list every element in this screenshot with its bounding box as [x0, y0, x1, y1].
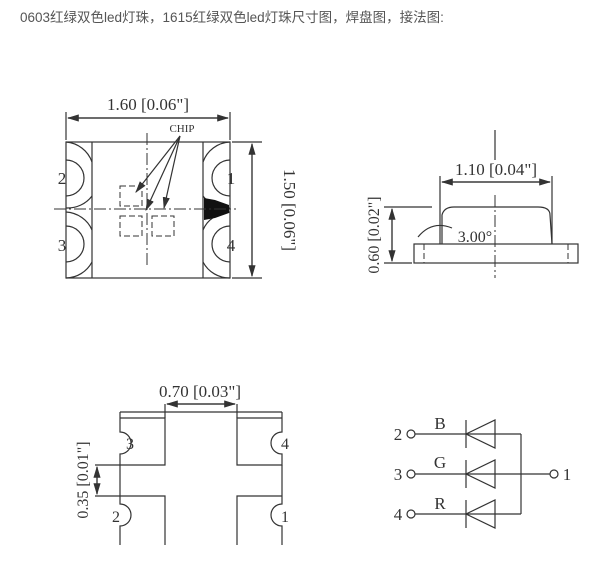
pin-label: 4	[281, 436, 289, 453]
top-height-dim: 1.50 [0.06"]	[280, 169, 299, 251]
color-label: B	[434, 414, 445, 433]
pin-label: 2	[58, 169, 67, 188]
diode-red: 4 R	[394, 494, 521, 529]
top-width-dim: 1.60 [0.06"]	[107, 95, 189, 114]
schematic: 2 B 3 G 4 R 1	[394, 414, 572, 529]
pin-label: 2	[112, 509, 120, 526]
pin-label: 4	[394, 505, 403, 524]
pin-label: 3	[58, 236, 67, 255]
top-view: 1.60 [0.06"] CHIP 2 3 1 4 1.50 [0.06"]	[54, 95, 299, 279]
angle-dim: 3.00°	[458, 229, 492, 246]
color-label: G	[434, 453, 446, 472]
pin-label: 1	[281, 509, 289, 526]
pad-view: 0.70 [0.03"] 3 4 2 1 0.35 [0.01"]	[75, 382, 289, 545]
side-view: 1.10 [0.04"] 0.60 [0.02"] 3.00°	[366, 130, 579, 278]
caption: 0603红绿双色led灯珠，1615红绿双色led灯珠尺寸图，焊盘图，接法图:	[20, 10, 444, 25]
pin-label: 2	[394, 425, 403, 444]
pin-label: 3	[394, 465, 403, 484]
pin-label: 3	[126, 436, 134, 453]
pin-label: 1	[227, 169, 236, 188]
diode-blue: 2 B	[394, 414, 521, 449]
pin-label: 4	[227, 236, 236, 255]
pad-size-dim: 0.35 [0.01"]	[75, 441, 92, 518]
common-pin-label: 1	[563, 465, 572, 484]
diode-green: 3 G	[394, 453, 550, 489]
side-height-dim: 0.60 [0.02"]	[366, 196, 383, 273]
chip-label: CHIP	[169, 123, 194, 135]
side-width-dim: 1.10 [0.04"]	[455, 160, 537, 179]
color-label: R	[434, 494, 446, 513]
pad-gap-dim: 0.70 [0.03"]	[159, 382, 241, 401]
